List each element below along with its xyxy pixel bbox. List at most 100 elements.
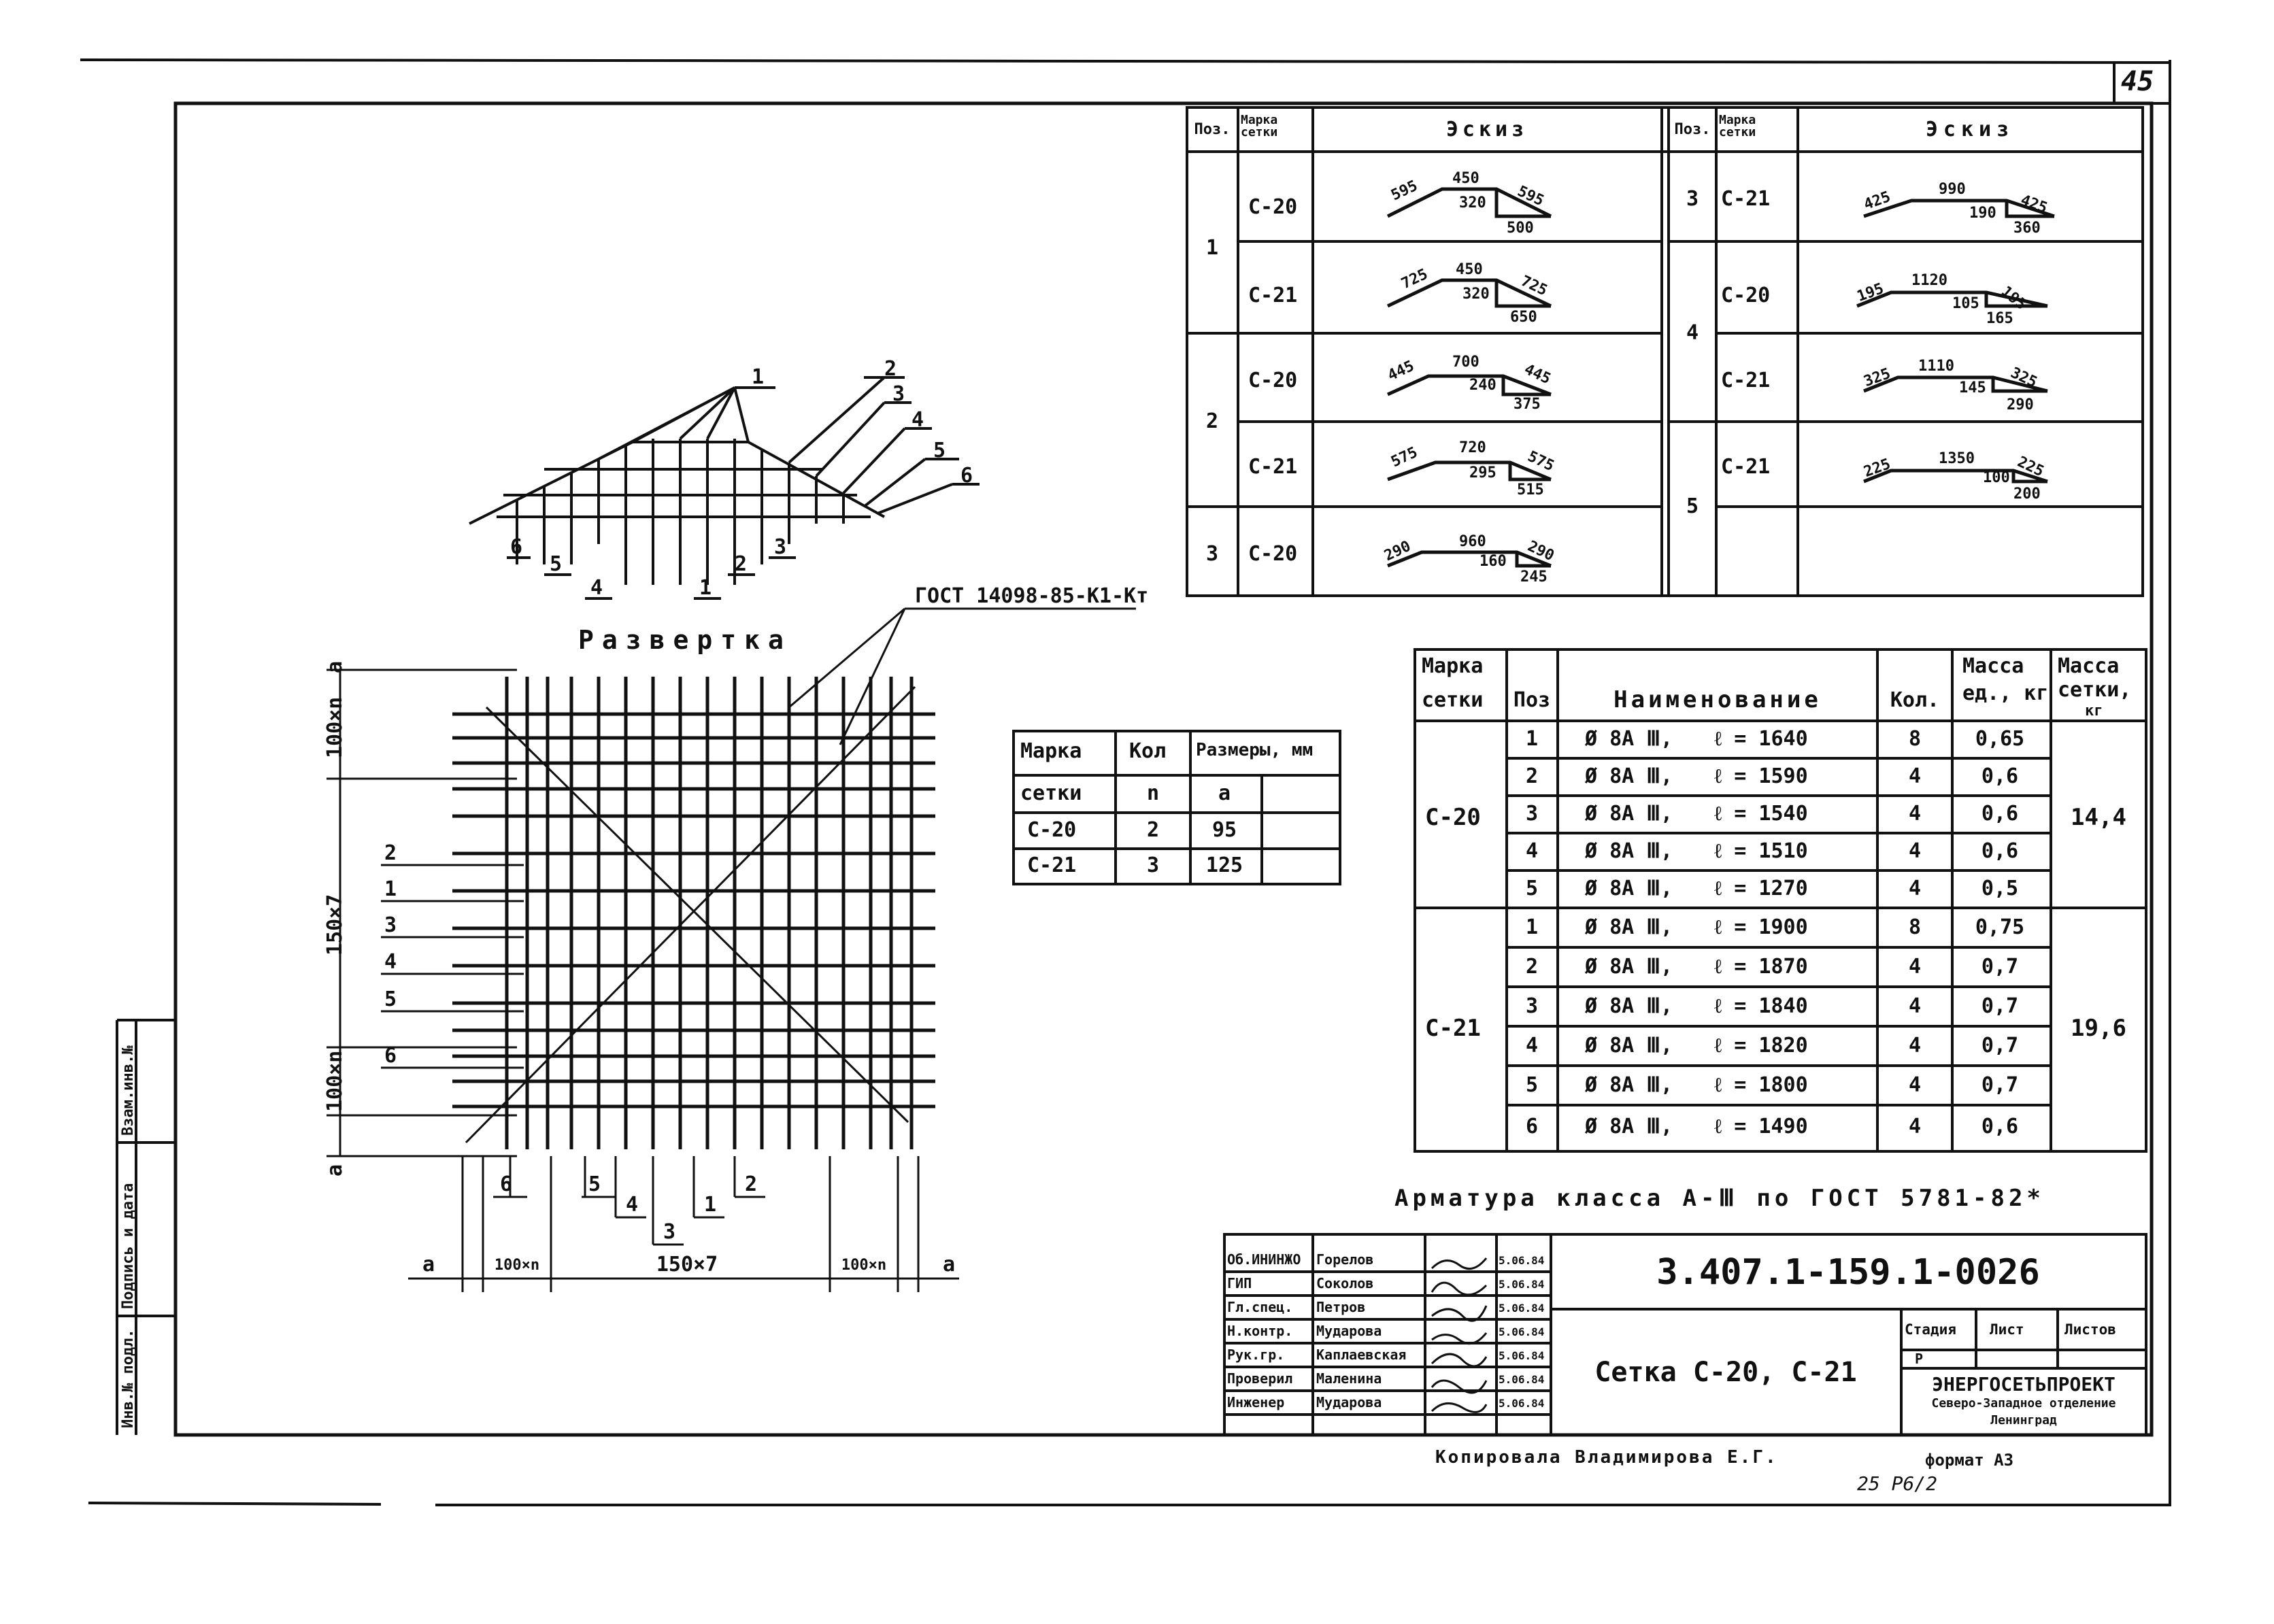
spec-name: Ø 8А Ⅲ, [1585, 915, 1673, 939]
spec-header-massa-setki2: сетки, [2058, 678, 2132, 702]
spec-header-kol: Кол. [1890, 688, 1940, 712]
dim: 990 [1939, 181, 1966, 198]
tb-org1: ЭНЕРГОСЕТЬПРОЕКТ [1932, 1373, 2116, 1395]
spec-len: ℓ = 1590 [1714, 764, 1808, 788]
dim: 700 [1452, 354, 1479, 371]
spec-kol: 8 [1908, 727, 1922, 751]
gost-label: ГОСТ 14098-85-К1-Кт [915, 584, 1149, 608]
bottom-label: 4 [626, 1193, 639, 1217]
spec-m: 0,7 [1981, 994, 2019, 1018]
row-label: 6 [384, 1044, 397, 1068]
dim: 290 [2007, 396, 2034, 413]
section-label: 2 [735, 552, 748, 576]
spec-pos: 2 [1525, 955, 1539, 979]
sizes-marka: С-21 [1027, 853, 1077, 877]
bottom-label: 5 [588, 1172, 601, 1196]
spec-name: Ø 8А Ⅲ, [1585, 764, 1673, 788]
tb-name: Петров [1316, 1299, 1366, 1315]
spec-kol: 4 [1908, 839, 1922, 863]
spec-header-massa-setki: Масса [2058, 654, 2120, 678]
tb-role: Гл.спец. [1227, 1299, 1293, 1315]
spec-len: ℓ = 1820 [1714, 1034, 1808, 1058]
dim: 500 [1507, 220, 1534, 237]
spec-header-name: Наименование [1613, 686, 1822, 713]
spec-kol: 4 [1908, 764, 1922, 788]
dim: 165 [1986, 310, 2013, 327]
sketch-pos: 4 [1686, 321, 1699, 345]
tb-date: 5.06.84 [1499, 1373, 1545, 1386]
spec-pos: 4 [1525, 1034, 1539, 1058]
spec-name: Ø 8А Ⅲ, [1585, 877, 1673, 900]
tb-role: Рук.гр. [1227, 1347, 1285, 1363]
spec-kol: 4 [1908, 955, 1922, 979]
dim-bottom-mid: 150×7 [656, 1253, 718, 1276]
spec-pos: 5 [1525, 877, 1539, 900]
spec-pos: 6 [1525, 1115, 1539, 1138]
spec-pos: 4 [1525, 839, 1539, 863]
tb-date: 5.06.84 [1499, 1302, 1545, 1315]
sketch-header-eskiz-right: Эскиз [1925, 118, 2015, 141]
copied-by: Копировала Владимирова Е.Г. [1435, 1447, 1778, 1468]
spec-m: 0,7 [1981, 955, 2019, 979]
reinforcement-note: Арматура класса А-Ⅲ по ГОСТ 5781-82* [1394, 1185, 2045, 1212]
spec-pos: 3 [1525, 994, 1539, 1018]
tb-role: Проверил [1227, 1370, 1293, 1387]
spec-header-massa-setki3: кг [2085, 703, 2103, 720]
dim-bottom-left: 100×n [494, 1257, 540, 1274]
spec-pos: 3 [1525, 802, 1539, 826]
dim: 245 [1520, 569, 1548, 586]
spec-header-massa-ed: Масса [1962, 654, 2024, 678]
spec-name: Ø 8А Ⅲ, [1585, 994, 1673, 1018]
tb-date: 5.06.84 [1499, 1349, 1545, 1362]
sketch-marka: С-20 [1721, 284, 1771, 307]
sketch-marka: С-21 [1721, 369, 1771, 392]
sketch-header-marka-left: Марка сетки [1241, 113, 1278, 139]
dim-left-a: а [323, 1164, 347, 1177]
page-number: 45 [2121, 66, 2154, 97]
tb-role: Об.ИНИНЖО [1227, 1251, 1301, 1268]
dim-left-bot: 100×n [323, 1050, 347, 1112]
section-label: 6 [960, 464, 973, 488]
section-label: 2 [884, 357, 897, 381]
spec-len: ℓ = 1540 [1714, 802, 1808, 826]
dim: 160 [1479, 553, 1507, 570]
tb-role: Н.контр. [1227, 1323, 1293, 1339]
spec-header-setki: сетки [1422, 688, 1484, 712]
dim: 360 [2013, 220, 2041, 237]
tb-name: Маленина [1316, 1370, 1382, 1387]
spec-group-massa: 14,4 [2071, 804, 2126, 831]
row-label: 1 [384, 877, 397, 901]
dim-bottom-right: 100×n [841, 1257, 887, 1274]
tb-list-label: Лист [1990, 1321, 2024, 1338]
spec-len: ℓ = 1840 [1714, 994, 1808, 1018]
bottom-label: 1 [704, 1193, 717, 1217]
section-label: 3 [892, 382, 905, 406]
bottom-label: 6 [500, 1172, 513, 1196]
tb-listov-label: Листов [2064, 1321, 2116, 1338]
tb-org2: Северо-Западное отделение [1931, 1396, 2116, 1410]
sketch-pos: 2 [1205, 409, 1219, 433]
row-label: 5 [384, 987, 397, 1011]
dim: 720 [1459, 439, 1486, 456]
sketch-pos: 3 [1205, 542, 1219, 566]
dim: 650 [1510, 309, 1537, 326]
spec-group-marka: С-20 [1425, 804, 1481, 831]
tb-role: Инженер [1227, 1394, 1285, 1410]
sketch-header-pos-right: Поз. [1674, 121, 1711, 138]
spec-kol: 4 [1908, 994, 1922, 1018]
dim-left-top: 100×n [323, 696, 347, 758]
sketch-marka: С-21 [1721, 455, 1771, 479]
spec-pos: 5 [1525, 1073, 1539, 1097]
sizes-header-kol: Кол [1129, 739, 1167, 763]
spec-len: ℓ = 1900 [1714, 915, 1808, 939]
dim: 320 [1459, 194, 1486, 212]
spec-pos: 2 [1525, 764, 1539, 788]
row-label: 4 [384, 950, 397, 974]
tb-date: 5.06.84 [1499, 1278, 1545, 1291]
spec-kol: 4 [1908, 1073, 1922, 1097]
spec-pos: 1 [1525, 727, 1539, 751]
spec-m: 0,65 [1975, 727, 2025, 751]
dim: 515 [1517, 481, 1544, 498]
side-vzam-inv: Взам.инв.№ [120, 1045, 137, 1136]
